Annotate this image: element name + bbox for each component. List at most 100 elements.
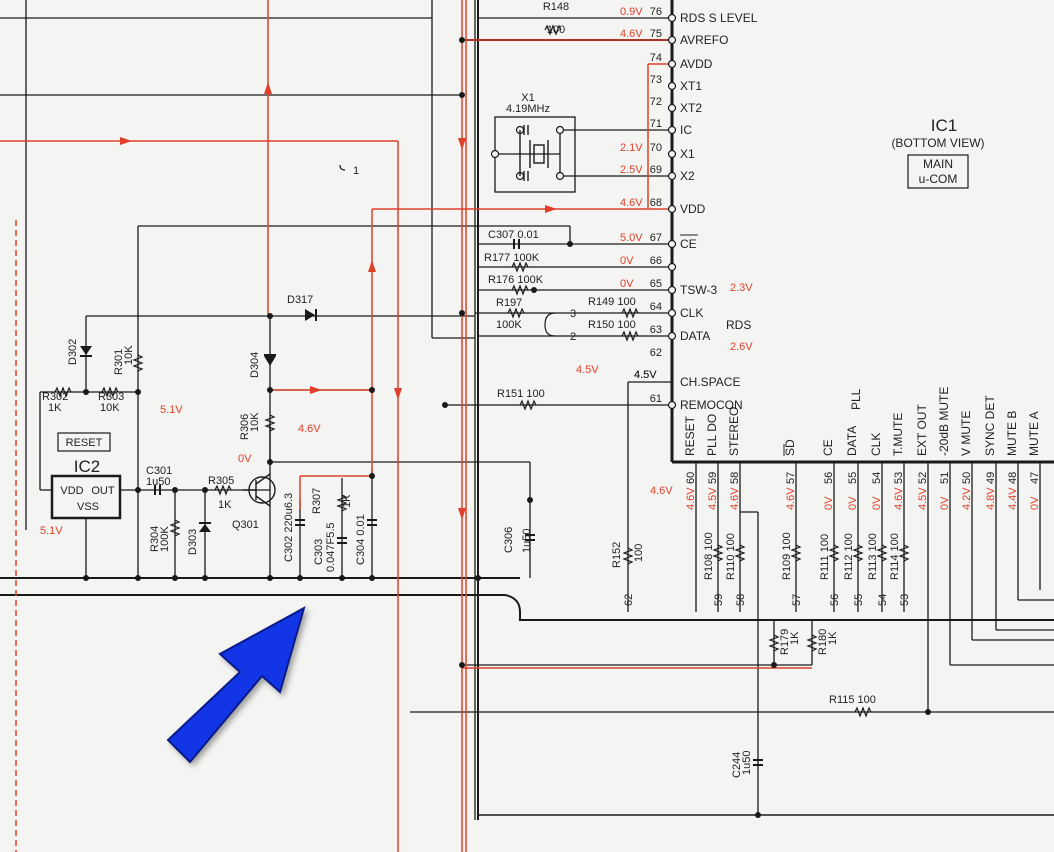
capacitors	[154, 239, 763, 766]
pin-voltage: 2.1V	[620, 142, 643, 154]
label-d304: D304	[249, 352, 261, 378]
right-pin-65: 65 TSW-3 0V	[620, 278, 717, 297]
pin-name: PLL DO	[705, 414, 719, 456]
main-ucom-box	[907, 154, 969, 189]
pin-number: 53	[893, 472, 905, 484]
pin-name: TSW-3	[680, 283, 717, 297]
right-pin-75: 75 AVREFO 4.6V	[620, 28, 728, 47]
bpin-55: 55	[853, 594, 865, 606]
pin-number: 58	[729, 472, 741, 484]
label-c307: C307 0.01	[488, 229, 539, 241]
pin-voltage: 4.5V	[917, 487, 929, 510]
pin-number: 75	[650, 28, 662, 40]
pin-voltage: 4.6V	[785, 487, 797, 510]
pin-name: IC	[680, 123, 692, 137]
label-pll: PLL	[849, 388, 863, 410]
pin-number: 51	[939, 472, 951, 484]
pin-name: V MUTE	[959, 411, 973, 456]
label-r149: R149 100	[588, 296, 636, 308]
pin-number: 62	[650, 347, 662, 359]
label-r148: R148	[543, 1, 569, 13]
pin-voltage: 4.6V	[620, 28, 643, 40]
pin-name: SYNC DET	[983, 395, 997, 456]
label-r109: R109 100	[781, 532, 793, 580]
pin-voltage: 2.6V	[730, 341, 753, 353]
pin-voltage: 4.8V	[985, 487, 997, 510]
pin-name: CLK	[869, 433, 883, 456]
pin-voltage: 0V	[847, 496, 859, 510]
pin-voltage: 0V	[620, 255, 634, 267]
label-r304: R304	[149, 526, 161, 552]
label-r177: R177 100K	[484, 252, 540, 264]
pin-number: 50	[961, 472, 973, 484]
pin-number: 67	[650, 232, 662, 244]
label-r113: R113 100	[867, 533, 879, 580]
wires-red	[0, 0, 812, 852]
pin-voltage: 4.6V	[685, 487, 697, 510]
pin-name: SD	[783, 439, 797, 456]
pin-voltage: 0V	[620, 278, 634, 290]
label-r307: R307	[311, 488, 323, 514]
bpin-54: 54	[877, 594, 889, 606]
ic2-title: IC2	[74, 457, 100, 476]
label-c304: C304 0.01	[355, 514, 367, 565]
label-r115: R115 100	[829, 694, 876, 706]
pin-name: RDS S LEVEL	[680, 11, 758, 25]
pin-name: RESET	[683, 415, 697, 456]
label-r180-value: 1K	[827, 631, 839, 645]
pin-number: 55	[847, 472, 859, 484]
bottom-pin-49: SYNC DET 49 4.8V	[983, 395, 997, 510]
ic1-view: (BOTTOM VIEW)	[891, 136, 984, 150]
junction-dots	[83, 37, 931, 818]
pin-name: X2	[680, 169, 695, 183]
pin-name: AVREFO	[680, 33, 728, 47]
pin-number: 61	[650, 393, 662, 405]
pin-voltage: 4.4V	[1007, 487, 1019, 510]
pin-number: 72	[650, 96, 662, 108]
label-r305-value: 1K	[218, 499, 232, 511]
pin-voltage: 4.6V	[893, 487, 905, 510]
label-r197: R197	[496, 297, 522, 309]
label-conn-1: 1	[353, 165, 359, 177]
pin-name: CH.SPACE	[680, 375, 740, 389]
label-conn-2: 2	[570, 331, 576, 343]
label-0v-q301: 0V	[238, 453, 252, 465]
pin-number: 74	[650, 52, 662, 64]
pin-number: 59	[707, 472, 719, 484]
label-d303: D303	[187, 529, 199, 555]
crystal-x1-symbol	[519, 125, 549, 181]
component-labels: R148 100 X1 4.19MHz 1 C307 0.01 R177 100…	[40, 1, 911, 778]
pin-name: -20dB MUTE	[937, 387, 951, 456]
bpin-62: 62	[623, 594, 635, 606]
label-q301: Q301	[232, 519, 259, 531]
label-r306-value: 10K	[249, 412, 261, 432]
pin-name: MUTE A	[1027, 411, 1041, 456]
pin-number: 47	[1029, 472, 1041, 484]
ic1-ucom: u-COM	[919, 172, 958, 186]
pin-number: 49	[985, 472, 997, 484]
pin-voltage: 0V	[1029, 496, 1041, 510]
label-r301-value: 10K	[123, 345, 135, 365]
pin-number: 65	[650, 278, 662, 290]
bottom-pin-47: MUTE A 47 0V	[1027, 411, 1041, 510]
label-4v5-chspace: 4.5V	[634, 369, 657, 381]
label-conn-3: 3	[570, 308, 576, 320]
reset-label-box	[57, 432, 111, 452]
pin-number: 63	[650, 324, 662, 336]
label-r303-value: 10K	[100, 402, 120, 414]
